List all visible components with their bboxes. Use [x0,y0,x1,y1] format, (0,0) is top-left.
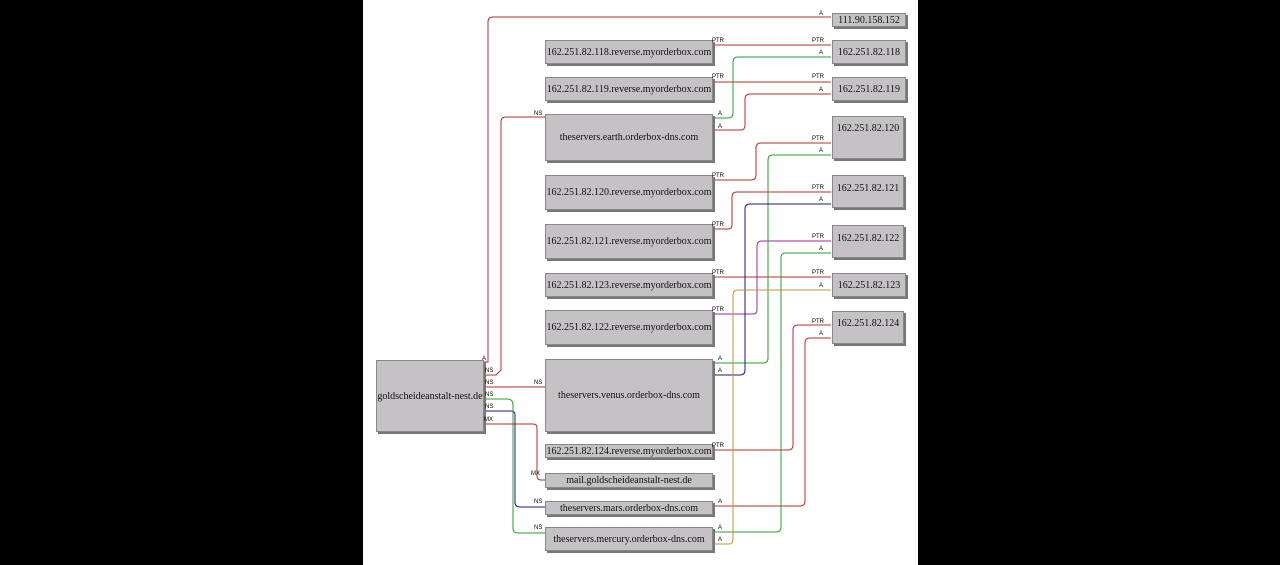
node-ip-118[interactable]: 162.251.82.118 [832,40,906,64]
edge-mercury-a-123 [712,289,831,545]
label-mail-mx: MX [531,471,540,477]
edge-venus-a-120 [712,154,831,364]
edge-root-earth [483,116,545,376]
edge-mercury-a-122 [712,252,831,533]
node-rev-119[interactable]: 162.251.82.119.reverse.myorderbox.com [545,77,713,101]
edge-earth-a-118 [712,56,831,119]
node-rev-121[interactable]: 162.251.82.121.reverse.myorderbox.com [545,224,713,259]
label-mars-ns: NS [534,499,543,505]
node-ip-124[interactable]: 162.251.82.124 [832,311,904,344]
node-mail-mx[interactable]: mail.goldscheideanstalt-nest.de [545,473,713,488]
label-root-ns-mars: NS [485,404,494,410]
edge-earth-a-119 [712,93,831,131]
node-rev-124[interactable]: 162.251.82.124.reverse.myorderbox.com [545,444,713,458]
label-ip121-a: A [819,197,824,203]
edge-root-mercury [483,398,545,534]
node-rev-123[interactable]: 162.251.82.123.reverse.myorderbox.com [545,273,713,297]
label-root-ns-mercury: NS [485,392,494,398]
label-rev122-ptr: PTR [712,307,724,313]
label-rev124-ptr: PTR [712,443,724,449]
edge-rev122-ptr [712,240,831,315]
node-root-domain[interactable]: goldscheideanstalt-nest.de [376,360,484,432]
edges-layer [483,16,831,545]
edge-rev124-ptr [712,324,831,451]
node-ip-122[interactable]: 162.251.82.122 [832,225,904,258]
label-earth-a1: A [718,111,723,117]
node-ip-123[interactable]: 162.251.82.123 [832,273,906,297]
node-earth-ns[interactable]: theservers.earth.orderbox-dns.com [545,114,713,161]
label-root-ns-earth: NS [485,368,494,374]
label-ip123-ptr: PTR [812,270,824,276]
label-earth-ns: NS [534,111,543,117]
label-ip121-ptr: PTR [812,185,824,191]
label-ip120-ptr: PTR [812,136,824,142]
label-rev119-ptr: PTR [712,74,724,80]
label-mercury-a1: A [718,525,723,531]
label-mercury-a2: A [718,537,723,543]
label-mercury-ns: NS [534,525,543,531]
label-earth-a2: A [718,124,723,130]
label-root-a: A [482,356,487,362]
label-ip124-a: A [819,331,824,337]
edge-rev121-ptr [712,191,831,230]
label-rev121-ptr: PTR [712,222,724,228]
label-ip120-a: A [819,148,824,154]
label-rev123-ptr: PTR [712,270,724,276]
node-ip-120[interactable]: 162.251.82.120 [832,116,904,159]
label-ip119-a: A [819,87,824,93]
node-rev-122[interactable]: 162.251.82.122.reverse.myorderbox.com [545,310,713,345]
label-venus-a2: A [718,368,723,374]
label-ip123-a: A [819,283,824,289]
label-ip118-ptr: PTR [812,38,824,44]
label-ip111-a: A [819,11,824,17]
edge-rev120-ptr [712,142,831,181]
node-rev-118[interactable]: 162.251.82.118.reverse.myorderbox.com [545,40,713,64]
label-root-mx: MX [484,417,493,423]
node-mars-ns[interactable]: theservers.mars.orderbox-dns.com [545,501,713,515]
label-root-ns-venus: NS [485,380,494,386]
label-mars-a: A [718,499,723,505]
node-mercury-ns[interactable]: theservers.mercury.orderbox-dns.com [545,527,713,551]
label-ip122-a: A [819,246,824,252]
edge-root-111 [483,16,831,363]
node-venus-ns[interactable]: theservers.venus.orderbox-dns.com [545,359,713,432]
edge-root-mail [483,423,545,481]
diagram-canvas: goldscheideanstalt-nest.de 111.90.158.15… [363,0,918,565]
node-ip-119[interactable]: 162.251.82.119 [832,77,906,101]
label-ip122-ptr: PTR [812,234,824,240]
node-ip-111[interactable]: 111.90.158.152 [832,13,906,27]
edge-mars-a-124 [712,337,831,507]
label-venus-a1: A [718,356,723,362]
label-ip119-ptr: PTR [812,74,824,80]
node-ip-121[interactable]: 162.251.82.121 [832,175,904,208]
label-venus-ns: NS [534,380,543,386]
label-rev120-ptr: PTR [712,173,724,179]
node-rev-120[interactable]: 162.251.82.120.reverse.myorderbox.com [545,175,713,210]
label-ip124-ptr: PTR [812,319,824,325]
label-rev118-ptr: PTR [712,38,724,44]
label-ip118-a: A [819,50,824,56]
